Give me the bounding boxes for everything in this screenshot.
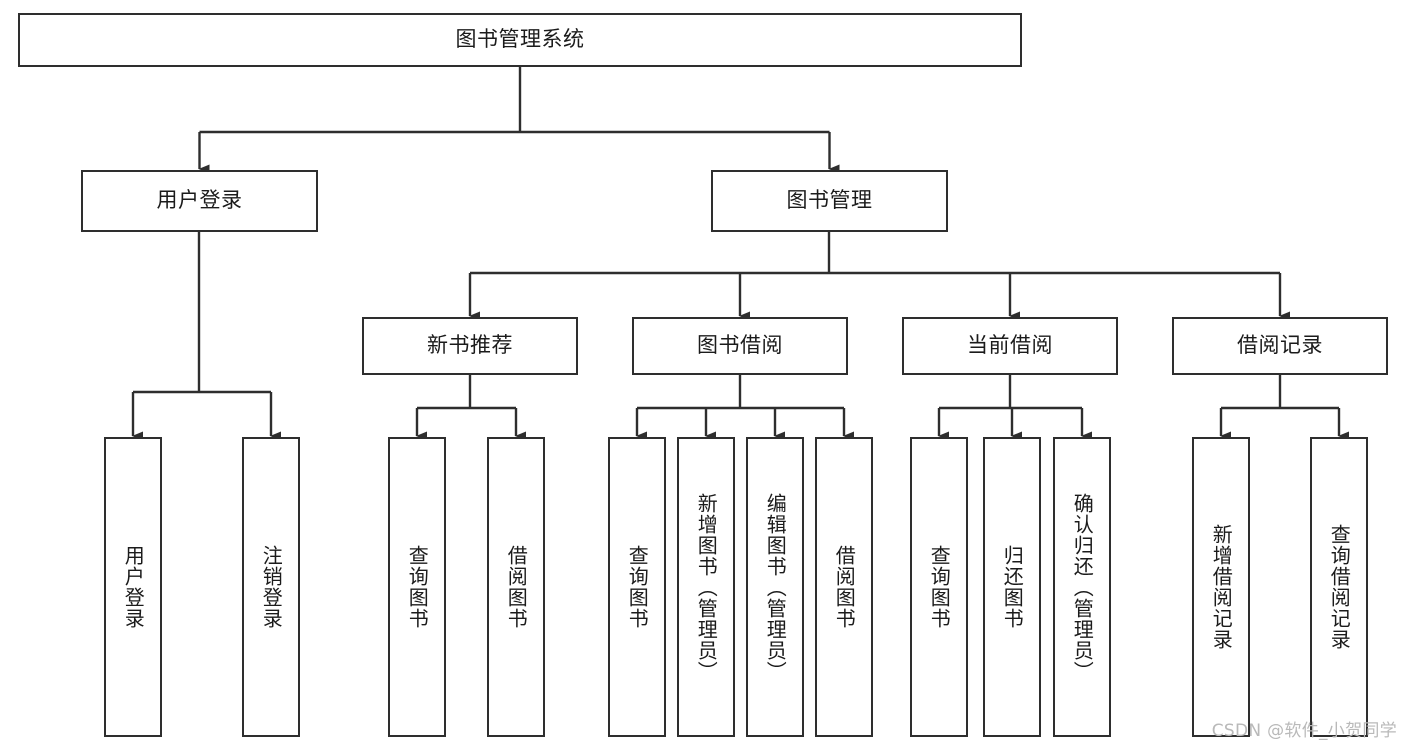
node-label-leaf-borrow-book-2: 借阅图书: [832, 545, 857, 629]
node-label-leaf-add-book: 新增图书（管理员）: [694, 492, 719, 682]
node-leaf-query-book-2[interactable]: 查询图书: [608, 437, 666, 737]
node-leaf-add-record[interactable]: 新增借阅记录: [1192, 437, 1250, 737]
node-label-root: 图书管理系统: [455, 27, 585, 52]
node-label-borrow-record: 借阅记录: [1237, 333, 1323, 358]
node-label-leaf-query-book-1: 查询图书: [405, 545, 430, 629]
connector-layer: [131, 67, 1349, 441]
node-label-leaf-query-record: 查询借阅记录: [1327, 524, 1352, 650]
node-leaf-query-book-3[interactable]: 查询图书: [910, 437, 968, 737]
node-label-leaf-borrow-book-1: 借阅图书: [504, 545, 529, 629]
node-root[interactable]: 图书管理系统: [18, 13, 1022, 67]
node-label-current-borrow: 当前借阅: [967, 333, 1053, 358]
node-leaf-user-login[interactable]: 用户登录: [104, 437, 162, 737]
node-leaf-logout[interactable]: 注销登录: [242, 437, 300, 737]
node-label-leaf-query-book-2: 查询图书: [625, 545, 650, 629]
node-label-new-book-recommend: 新书推荐: [427, 333, 513, 358]
node-label-leaf-edit-book: 编辑图书（管理员）: [763, 492, 788, 682]
node-leaf-confirm-return[interactable]: 确认归还（管理员）: [1053, 437, 1111, 737]
node-label-leaf-user-login: 用户登录: [121, 545, 146, 629]
node-label-leaf-add-record: 新增借阅记录: [1209, 524, 1234, 650]
node-user-login[interactable]: 用户登录: [81, 170, 318, 232]
node-leaf-borrow-book-2[interactable]: 借阅图书: [815, 437, 873, 737]
node-new-book-recommend[interactable]: 新书推荐: [362, 317, 578, 375]
node-label-leaf-confirm-return: 确认归还（管理员）: [1070, 492, 1095, 682]
node-current-borrow[interactable]: 当前借阅: [902, 317, 1118, 375]
node-leaf-query-record[interactable]: 查询借阅记录: [1310, 437, 1368, 737]
node-leaf-edit-book[interactable]: 编辑图书（管理员）: [746, 437, 804, 737]
node-book-manage[interactable]: 图书管理: [711, 170, 948, 232]
node-leaf-return-book[interactable]: 归还图书: [983, 437, 1041, 737]
node-leaf-query-book-1[interactable]: 查询图书: [388, 437, 446, 737]
watermark: CSDN @软件_小贺同学: [1211, 721, 1397, 741]
node-label-leaf-return-book: 归还图书: [1000, 545, 1025, 629]
node-leaf-add-book[interactable]: 新增图书（管理员）: [677, 437, 735, 737]
node-book-borrow[interactable]: 图书借阅: [632, 317, 848, 375]
node-leaf-borrow-book-1[interactable]: 借阅图书: [487, 437, 545, 737]
node-label-book-borrow: 图书借阅: [697, 333, 783, 358]
node-label-user-login: 用户登录: [156, 188, 243, 213]
node-label-leaf-logout: 注销登录: [259, 545, 284, 629]
node-label-book-manage: 图书管理: [786, 188, 873, 213]
node-label-leaf-query-book-3: 查询图书: [927, 545, 952, 629]
node-borrow-record[interactable]: 借阅记录: [1172, 317, 1388, 375]
